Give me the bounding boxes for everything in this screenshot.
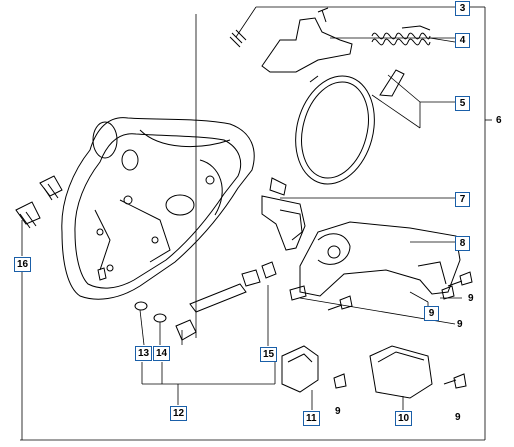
callout-13: 13 <box>135 346 153 361</box>
callout-7-label: 7 <box>459 194 466 205</box>
callout-16: 16 <box>14 257 32 272</box>
callout-12: 12 <box>170 406 188 421</box>
callout-15-label: 15 <box>263 349 275 360</box>
callout-8-label: 8 <box>459 238 466 249</box>
callout-5: 5 <box>455 96 470 111</box>
callout-9-e: 9 <box>453 411 463 424</box>
callout-9-d-label: 9 <box>335 406 341 417</box>
callout-9-b-label: 9 <box>428 308 435 319</box>
callout-13-label: 13 <box>138 348 150 359</box>
leader-lines <box>20 6 492 441</box>
callout-9-d: 9 <box>333 405 343 418</box>
callout-10-label: 10 <box>398 413 410 424</box>
callout-4: 4 <box>455 33 470 48</box>
callout-9-c-label: 9 <box>457 319 463 330</box>
callout-8: 8 <box>455 236 470 251</box>
callout-10: 10 <box>395 411 413 426</box>
callout-11: 11 <box>303 411 320 426</box>
clutch-cover-housing <box>61 117 255 300</box>
callout-15: 15 <box>260 347 278 362</box>
callout-7: 7 <box>455 192 470 207</box>
callout-14-label: 14 <box>156 348 168 359</box>
small-parts <box>15 7 473 399</box>
callout-11-label: 11 <box>306 413 317 424</box>
callout-3: 3 <box>455 1 470 16</box>
callout-16-label: 16 <box>17 259 29 270</box>
callout-14: 14 <box>153 346 171 361</box>
callout-9-e-label: 9 <box>455 412 461 423</box>
callout-4-label: 4 <box>459 35 466 46</box>
callout-3-label: 3 <box>459 3 466 14</box>
callout-5-label: 5 <box>459 98 466 109</box>
callout-9-b: 9 <box>424 306 439 321</box>
callout-12-label: 12 <box>173 408 185 419</box>
callout-9-c: 9 <box>455 318 465 331</box>
callout-6-label: 6 <box>496 115 502 126</box>
callout-9-a: 9 <box>466 292 476 305</box>
callout-9-a-label: 9 <box>468 293 474 304</box>
callout-6: 6 <box>494 114 504 127</box>
